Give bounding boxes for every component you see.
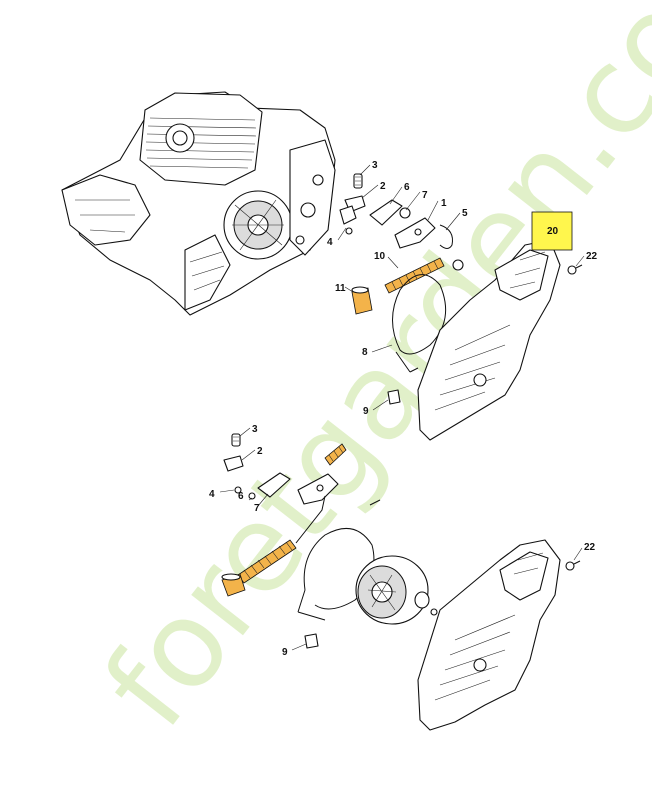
part-22-bottom bbox=[565, 560, 581, 571]
part-8-top-band bbox=[392, 274, 447, 373]
callouts-top: 3 2 6 7 1 5 4 10 11 8 9 20 22 bbox=[327, 160, 598, 417]
callout-8-top: 8 bbox=[362, 347, 368, 358]
part-spring-top-bottom bbox=[324, 443, 347, 466]
callout-5-top: 5 bbox=[462, 208, 468, 219]
part-1-top bbox=[394, 217, 436, 249]
callout-2-bottom: 2 bbox=[257, 446, 263, 457]
part-4-bottom bbox=[234, 486, 242, 494]
callout-7-bottom: 7 bbox=[254, 503, 260, 514]
callout-2-top: 2 bbox=[380, 181, 386, 192]
callouts-bottom: 3 2 4 6 7 22 9 bbox=[209, 424, 596, 658]
callout-3-bottom: 3 bbox=[252, 424, 258, 435]
clutch-drum-bottom bbox=[355, 555, 429, 625]
part-3-bottom bbox=[231, 433, 241, 447]
part-20-top-cover bbox=[417, 239, 561, 441]
part-2-bottom bbox=[223, 455, 244, 472]
part-11-bottom bbox=[221, 573, 246, 597]
callout-4-bottom: 4 bbox=[209, 489, 215, 500]
part-6-bottom bbox=[248, 472, 291, 500]
part-9-top bbox=[387, 389, 401, 405]
callout-1-top: 1 bbox=[441, 198, 447, 209]
part-4-top bbox=[339, 205, 357, 235]
callout-11-top: 11 bbox=[335, 283, 346, 294]
engine-block bbox=[61, 91, 336, 316]
callout-22-bottom: 22 bbox=[584, 542, 596, 553]
callout-4-top: 4 bbox=[327, 237, 333, 248]
part-8-bottom-band bbox=[297, 499, 381, 621]
callout-22-top: 22 bbox=[586, 251, 598, 262]
callout-leaders-top bbox=[337, 164, 585, 411]
part-3-top bbox=[353, 173, 363, 189]
part-10-top-spring bbox=[384, 257, 464, 294]
callout-6-bottom: 6 bbox=[238, 491, 244, 502]
callout-20-top: 20 bbox=[547, 226, 559, 237]
callout-6-top: 6 bbox=[404, 182, 410, 193]
part-6-top bbox=[369, 199, 403, 226]
callout-3-top: 3 bbox=[372, 160, 378, 171]
callout-9-top: 9 bbox=[363, 406, 369, 417]
washer-bottom bbox=[414, 591, 438, 616]
part-11-top bbox=[351, 286, 373, 315]
callout-20-highlight bbox=[531, 211, 573, 251]
part-7-top bbox=[399, 207, 411, 219]
part-22-top bbox=[567, 264, 583, 275]
callout-leaders-bottom bbox=[219, 427, 583, 651]
part-20-bottom-cover bbox=[417, 539, 561, 731]
callout-10-top: 10 bbox=[374, 251, 386, 262]
callout-7-top: 7 bbox=[422, 190, 428, 201]
part-9-bottom bbox=[304, 633, 319, 649]
part-1-bottom bbox=[297, 473, 339, 505]
callout-9-bottom: 9 bbox=[282, 647, 288, 658]
